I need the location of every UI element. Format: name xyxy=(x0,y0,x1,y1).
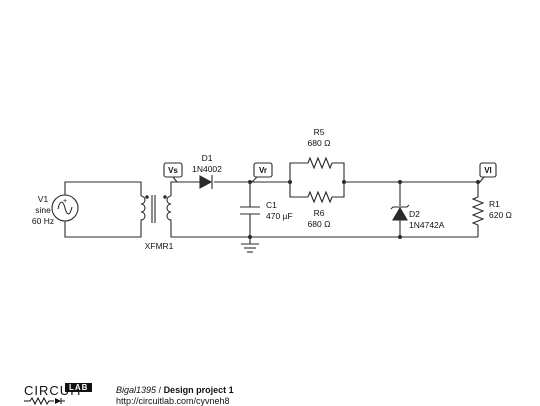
c1-value: 470 µF xyxy=(266,211,293,221)
junction-nodes xyxy=(248,180,480,239)
v1-frequency: 60 Hz xyxy=(32,216,54,226)
circuitlab-logo: CIRCUIT LAB xyxy=(24,384,96,405)
r6-resistor xyxy=(308,192,332,202)
v1-name: V1 xyxy=(38,194,49,204)
d1-diode xyxy=(200,175,212,189)
r1-value: 620 Ω xyxy=(489,210,512,220)
d2-zener-diode xyxy=(391,205,409,220)
r5-name: R5 xyxy=(314,127,325,137)
transformer-xfmr1 xyxy=(141,195,171,223)
footer-separator: / xyxy=(156,385,164,395)
r5-value: 680 Ω xyxy=(308,138,331,148)
footer-project-title[interactable]: Design project 1 xyxy=(164,385,234,395)
d1-name: D1 xyxy=(202,153,213,163)
r1-name: R1 xyxy=(489,199,500,209)
c1-capacitor xyxy=(240,207,260,214)
d2-part: 1N4742A xyxy=(409,220,445,230)
footer-text: Bigal1395 / Design project 1 http://circ… xyxy=(116,385,234,406)
c1-name: C1 xyxy=(266,200,277,210)
r6-name: R6 xyxy=(314,208,325,218)
probe-vr-label: Vr xyxy=(259,166,267,175)
ground-symbol xyxy=(241,244,259,252)
v1-type: sine xyxy=(35,205,51,215)
logo-resistor-icon xyxy=(24,397,96,405)
xfmr-name: XFMR1 xyxy=(145,241,174,251)
logo-lab-text: LAB xyxy=(65,383,92,392)
r5-resistor xyxy=(308,158,332,168)
svg-text:+: + xyxy=(63,198,67,205)
probe-vs-label: Vs xyxy=(168,166,178,175)
footer-url[interactable]: http://circuitlab.com/cyvneh8 xyxy=(116,396,234,406)
d2-name: D2 xyxy=(409,209,420,219)
r1-resistor xyxy=(473,197,483,225)
footer-user-link[interactable]: Bigal1395 xyxy=(116,385,156,395)
probe-vl-label: Vl xyxy=(484,166,492,175)
d1-part: 1N4002 xyxy=(192,164,222,174)
v1-sine-source: + xyxy=(52,195,78,221)
r6-value: 680 Ω xyxy=(308,219,331,229)
